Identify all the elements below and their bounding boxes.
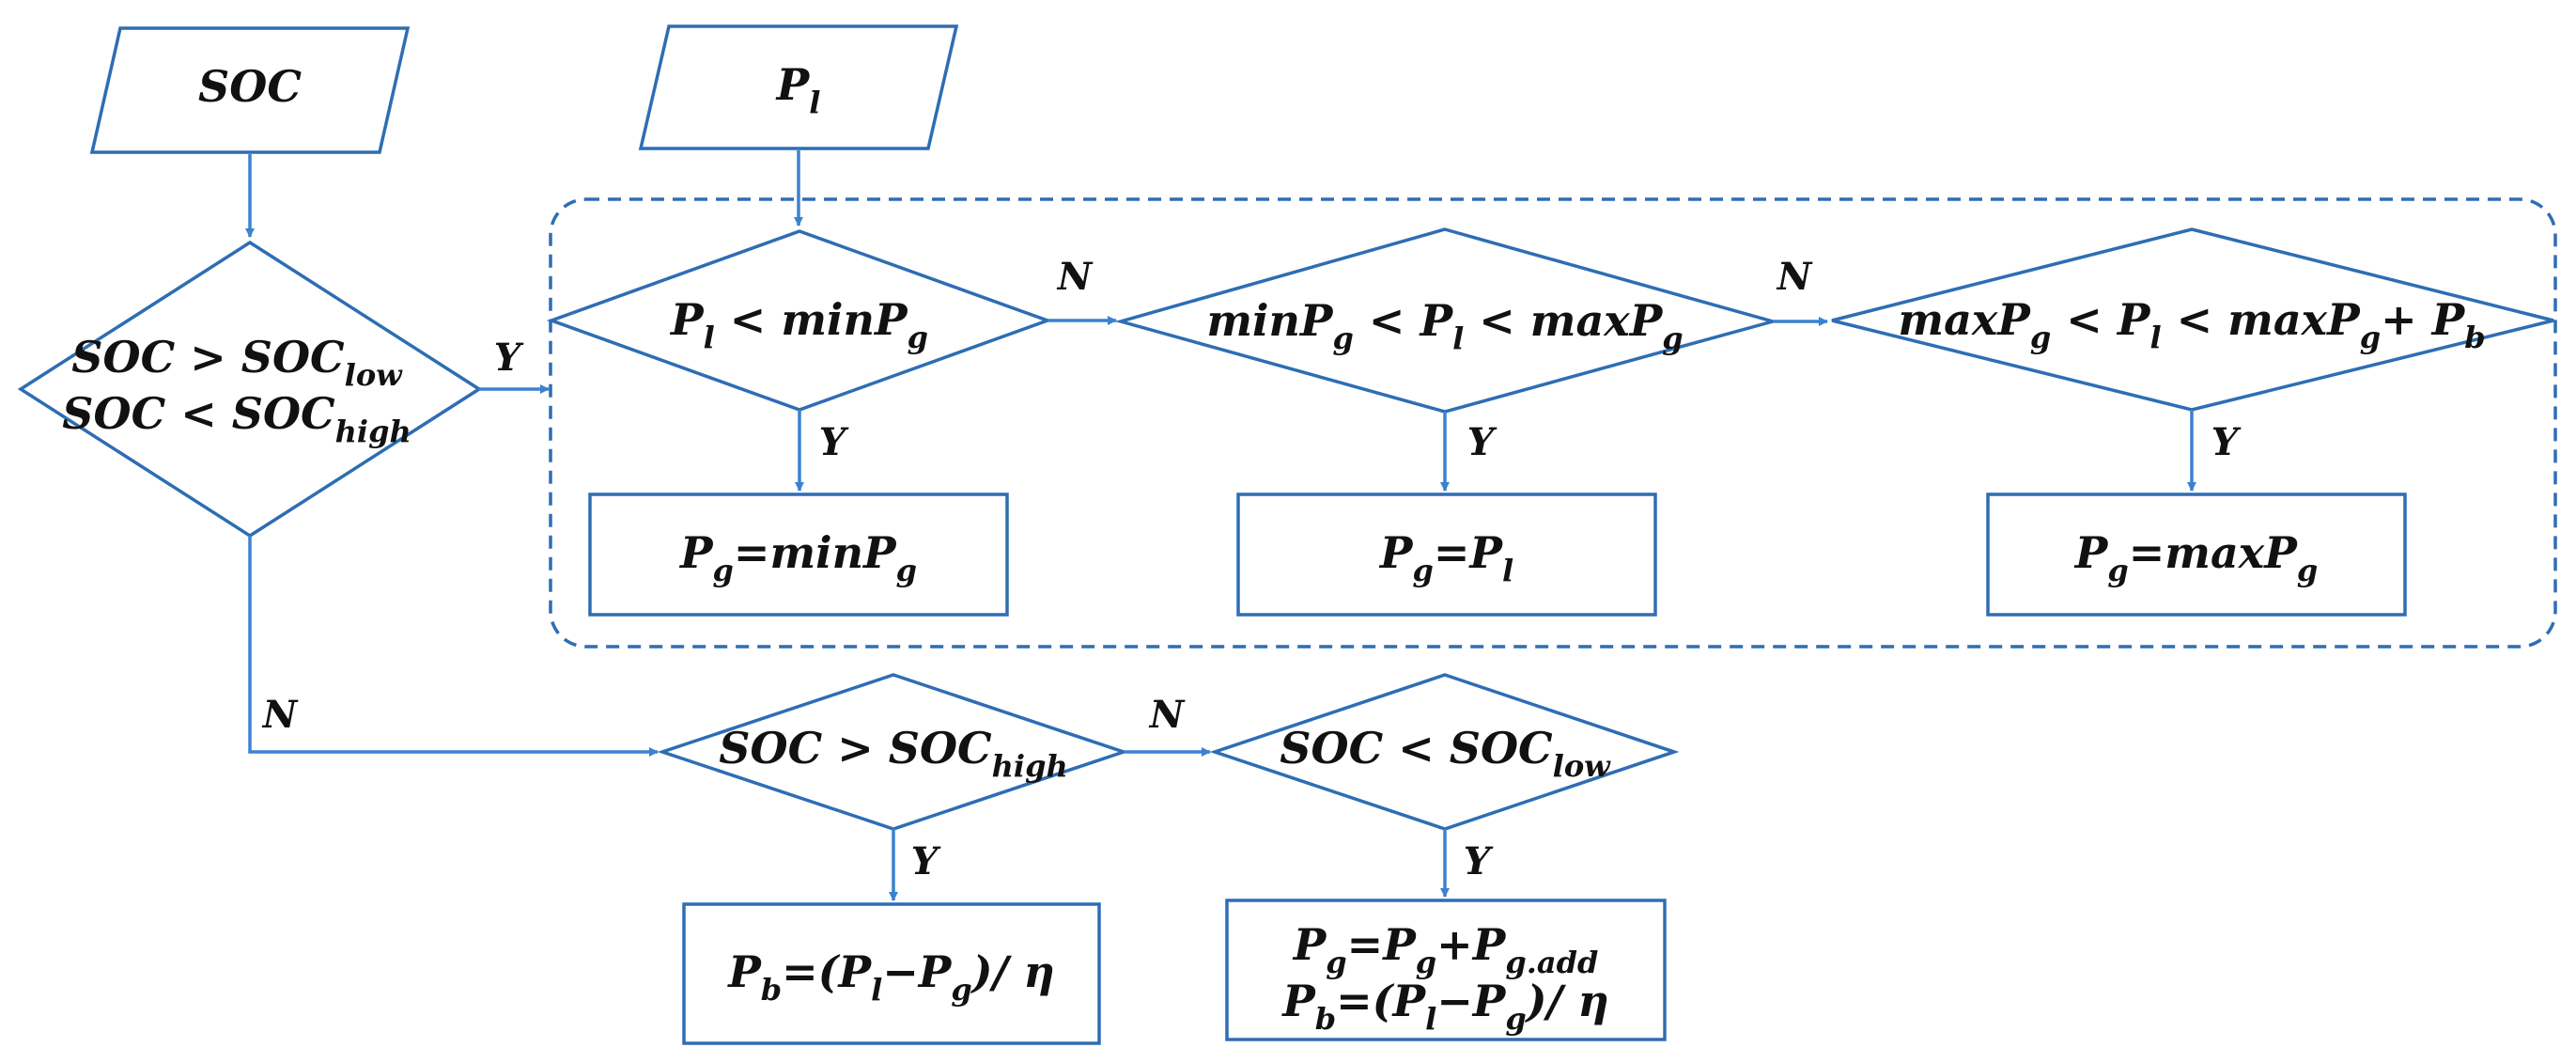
- pl-lt-min-label: Pl < minPg: [669, 294, 928, 355]
- pg-add-process: Pg=Pg+Pg.add Pb=(Pl−Pg)/ η: [1225, 899, 1667, 1041]
- soc-input: SOC: [89, 26, 411, 154]
- soc-low-label: SOC < SOClow: [1280, 723, 1611, 784]
- pg-max-label: Pg=maxPg: [2073, 527, 2318, 588]
- soc-high-label: SOC > SOChigh: [719, 723, 1067, 784]
- pg-pl-process: Pg=Pl: [1236, 492, 1657, 617]
- edge-label-low-yes: Y: [1464, 839, 1494, 883]
- pl-above-label: maxPg < Pl < maxPg+ Pb: [1898, 294, 2485, 355]
- pg-max-process: Pg=maxPg: [1986, 492, 2407, 617]
- pg-add-line1: Pg=Pg+Pg.add: [1292, 919, 1599, 980]
- edge-label-range-yes: Y: [494, 336, 524, 380]
- pg-min-label: Pg=minPg: [678, 527, 917, 588]
- edge-label-range-no: N: [261, 693, 299, 737]
- pb-charge-label: Pb=(Pl−Pg)/ η: [726, 946, 1055, 1008]
- soc-high-decision: SOC > SOChigh: [657, 673, 1129, 831]
- soc-range-line1: SOC > SOClow: [71, 332, 403, 393]
- edge-label-between-no: N: [1776, 255, 1813, 299]
- pg-min-process: Pg=minPg: [588, 492, 1009, 617]
- edge-label-lt-min-yes: Y: [819, 420, 849, 464]
- pl-input: Pl: [638, 24, 959, 150]
- edge-range-no: [248, 536, 659, 757]
- pl-between-decision: minPg < Pl < maxPg: [1114, 227, 1779, 414]
- pg-add-line2: Pb=(Pl−Pg)/ η: [1280, 976, 1609, 1037]
- soc-low-decision: SOC < SOClow: [1209, 673, 1680, 831]
- pg-pl-label: Pg=Pl: [1378, 527, 1513, 588]
- soc-input-label: SOC: [198, 61, 302, 112]
- pl-input-label: Pl: [775, 59, 821, 120]
- pb-charge-process: Pb=(Pl−Pg)/ η: [682, 902, 1101, 1045]
- edge-label-lt-min-no: N: [1056, 255, 1094, 299]
- edge-label-above-yes: Y: [2211, 420, 2242, 464]
- edge-label-between-yes: Y: [1467, 420, 1497, 464]
- pl-above-decision: maxPg < Pl < maxPg+ Pb: [1831, 227, 2554, 412]
- pl-between-label: minPg < Pl < maxPg: [1206, 295, 1683, 356]
- edge-label-high-no: N: [1148, 693, 1186, 737]
- soc-range-line2: SOC < SOChigh: [62, 388, 411, 449]
- edge-label-high-yes: Y: [911, 839, 941, 883]
- soc-range-decision: SOC > SOClow SOC < SOChigh: [17, 240, 483, 539]
- pl-lt-min-decision: Pl < minPg: [546, 229, 1053, 412]
